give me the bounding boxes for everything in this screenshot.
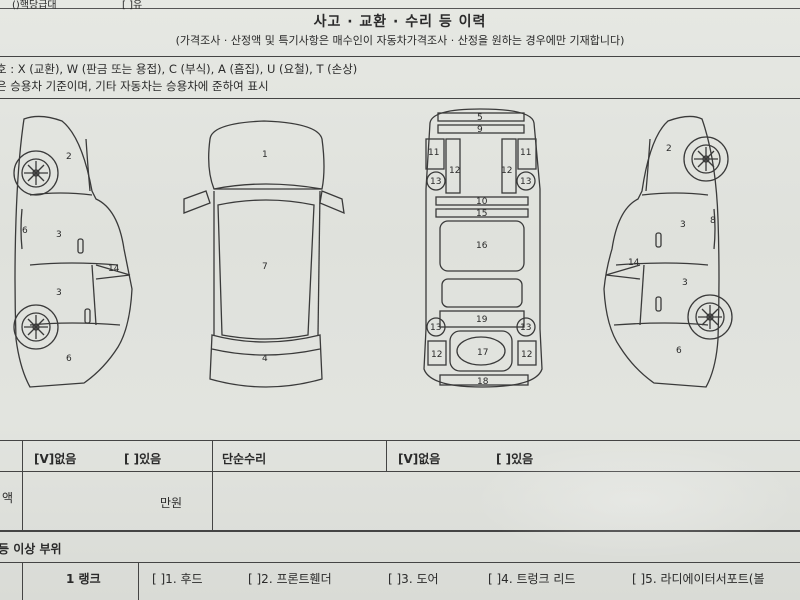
right-side-label: 14 [628,258,640,268]
amount-unit: 만원 [160,496,183,510]
underbody-label: 10 [476,197,488,207]
part-item: [ ]2. 프론트휀더 [248,572,332,586]
right-side-view [603,115,733,388]
underbody-label: 11 [520,148,531,158]
accident-none-left: [V]없음 [34,452,77,466]
vehicle-diagram: 2 6 3 3 6 14 1 7 4 5 9 11 11 12 12 13 13… [0,99,800,439]
left-side-label: 3 [56,288,62,298]
part-item: [ ]4. 트렁크 리드 [488,572,576,586]
top-view-label: 7 [262,262,268,272]
left-side-label: 2 [66,152,72,162]
amount-label: 액 [2,491,14,505]
underbody-label: 12 [521,350,532,360]
simple-repair-label: 단순수리 [222,452,267,466]
right-side-label: 8 [710,216,716,226]
section-header: 사고 · 교환 · 수리 등 이력 (가격조사 · 산정액 및 특기사항은 매수… [0,8,800,57]
underbody-label: 11 [428,148,439,158]
top-view-label: 1 [262,150,268,160]
underbody-label: 19 [476,315,488,325]
underbody-label: 13 [430,177,441,187]
part-item: [ ]3. 도어 [388,572,439,586]
section-title: 사고 · 교환 · 수리 등 이력 [313,14,487,30]
table-divider [138,562,139,600]
underbody-label: 9 [477,125,483,135]
table-divider [386,440,387,471]
underbody-label: 16 [476,241,488,251]
right-side-label: 3 [680,220,686,230]
underbody-label: 13 [520,323,531,333]
left-side-label: 6 [22,226,28,236]
part-item: [ ]1. 후드 [152,572,203,586]
underbody-label: 12 [431,350,442,360]
left-side-label: 3 [56,230,62,240]
repair-none-right: [V]없음 [398,452,441,466]
table-border [0,530,800,532]
table-border [0,440,800,441]
top-view-label: 4 [262,354,268,364]
part-item: [ ]5. 라디에이터서포트(볼 [632,572,765,586]
table-divider [212,440,213,530]
table-border [0,562,800,563]
table-divider [22,562,23,600]
underbody-label: 13 [430,323,441,333]
legend-note: 은 승용차 기준이며, 기타 자동차는 승용차에 준하여 표시 [0,79,269,93]
top-strip-left: ()핵당급대 [12,0,57,11]
part-number-labels: 2 6 3 3 6 14 1 7 4 5 9 11 11 12 12 13 13… [22,113,716,387]
vehicle-diagram-svg: 2 6 3 3 6 14 1 7 4 5 9 11 11 12 12 13 13… [13,108,733,388]
top-strip: ()핵당급대 [ ]유 [0,0,800,11]
table-border [0,471,800,472]
right-side-label: 3 [682,278,688,288]
top-view [183,120,345,388]
legend: 호 : X (교환), W (판금 또는 용접), C (부식), A (흠집)… [0,56,800,99]
underbody-label: 5 [477,113,483,123]
repair-exist-right: [ ]있음 [496,452,534,466]
underbody-label: 17 [477,348,488,358]
right-side-label: 6 [676,346,682,356]
underbody-view [423,108,543,388]
top-strip-mid: [ ]유 [122,0,143,11]
underbody-label: 15 [476,209,487,219]
legend-codes: 호 : X (교환), W (판금 또는 용접), C (부식), A (흠집)… [0,62,358,76]
left-side-label: 6 [66,354,72,364]
section-subtitle: (가격조사 · 산정액 및 특기사항은 매수인이 자동차가격조사 · 산정을 원… [175,34,625,47]
section-label: 등 이상 부위 [0,542,62,556]
table-divider [22,440,23,530]
accident-exist-left: [ ]있음 [124,452,162,466]
left-side-view [13,115,133,388]
right-side-label: 2 [666,144,672,154]
left-side-label: 14 [108,264,120,274]
underbody-label: 12 [501,166,512,176]
rank-label: 1 랭크 [66,572,101,586]
underbody-label: 12 [449,166,460,176]
underbody-label: 13 [520,177,531,187]
underbody-label: 18 [477,377,489,387]
